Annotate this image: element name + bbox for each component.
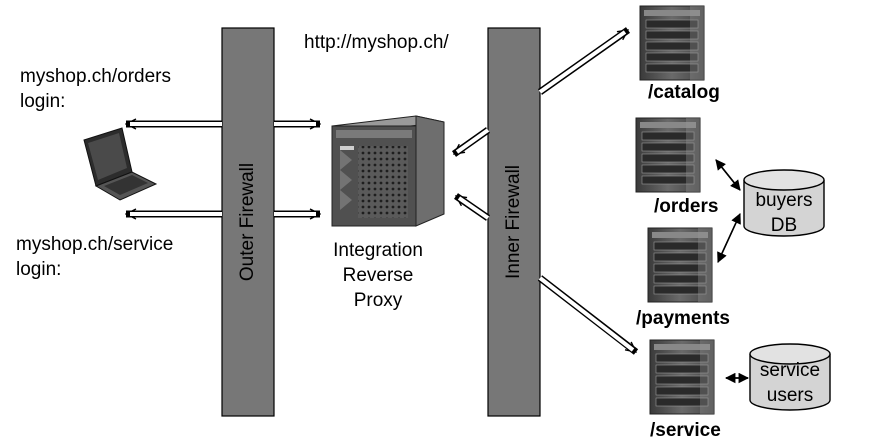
orders-server-icon (635, 117, 701, 193)
catalog-label: /catalog (648, 82, 720, 103)
inner-firewall-label: Inner Firewall (503, 164, 524, 280)
connector-payments-buyers (717, 213, 741, 263)
orders-login-label: myshop.ch/orders login: (20, 64, 171, 114)
buyers-db-line-1: buyers (755, 190, 813, 211)
proxy-label-line-3: Proxy (353, 290, 403, 311)
outer-firewall-bar (221, 27, 275, 417)
laptop-icon (83, 127, 158, 201)
service-users-db-line-1: service (759, 360, 821, 381)
service-login-label: myshop.ch/service login: (16, 232, 173, 282)
payments-label: /payments (636, 308, 730, 329)
service-login-line-2: login: (16, 259, 62, 280)
arrow-inner-catalog (537, 27, 631, 95)
arrow-proxy-inner-bottom (454, 193, 490, 221)
service-server-icon (649, 339, 715, 415)
orders-login-line-2: login: (20, 91, 66, 112)
service-users-db-label: service users (750, 358, 830, 408)
inner-firewall-bar (487, 27, 541, 417)
proxy-server-icon (331, 115, 445, 227)
service-users-db-line-2: users (766, 385, 814, 406)
connector-orders-buyers (715, 159, 741, 191)
service-login-line-1: myshop.ch/service (16, 234, 174, 255)
outer-firewall-label: Outer Firewall (237, 162, 258, 282)
buyers-db-label: buyers DB (744, 188, 824, 238)
proxy-label-line-2: Reverse (342, 265, 414, 286)
service-label: /service (650, 420, 721, 441)
orders-login-line-1: myshop.ch/orders (20, 66, 172, 87)
proxy-label-line-1: Integration (333, 240, 423, 261)
proxy-label: Integration Reverse Proxy (318, 238, 438, 313)
catalog-server-icon (639, 5, 705, 81)
service-users-db-cylinder (749, 343, 831, 411)
buyers-db-line-2: DB (770, 215, 798, 236)
url-label: http://myshop.ch/ (304, 32, 449, 53)
arrow-inner-service (537, 275, 639, 355)
orders-label: /orders (654, 196, 719, 217)
payments-server-icon (647, 227, 713, 303)
arrow-proxy-inner-top (451, 127, 491, 157)
buyers-db-cylinder (743, 169, 825, 237)
